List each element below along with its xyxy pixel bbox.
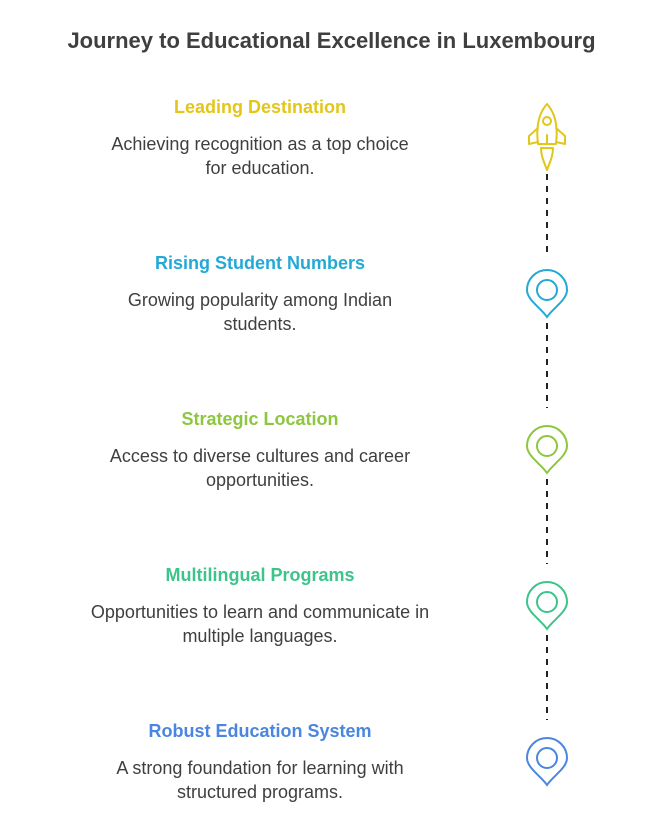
step-description-robust-education-system: A strong foundation for learning with st… xyxy=(116,758,404,802)
step-title-robust-education-system: Robust Education System xyxy=(148,721,372,741)
step-description-multilingual-programs: Opportunities to learn and communicate i… xyxy=(90,602,430,646)
step-title-leading-destination: Leading Destination xyxy=(173,97,346,117)
step-title-multilingual-programs: Multilingual Programs xyxy=(165,565,355,585)
rocket-icon xyxy=(528,103,566,171)
map-pin-icon xyxy=(525,581,569,631)
map-pin-icon xyxy=(525,269,569,319)
diagram-title: Journey to Educational Excellence in Lux… xyxy=(67,28,596,53)
map-pin-icon xyxy=(525,425,569,475)
map-pin-icon xyxy=(525,737,569,787)
step-description-rising-student-numbers: Growing popularity among Indian students… xyxy=(127,290,393,334)
step-description-strategic-location: Access to diverse cultures and career op… xyxy=(109,446,411,490)
step-title-rising-student-numbers: Rising Student Numbers xyxy=(154,253,365,273)
step-title-strategic-location: Strategic Location xyxy=(181,409,339,429)
step-description-leading-destination: Achieving recognition as a top choice fo… xyxy=(111,134,409,178)
